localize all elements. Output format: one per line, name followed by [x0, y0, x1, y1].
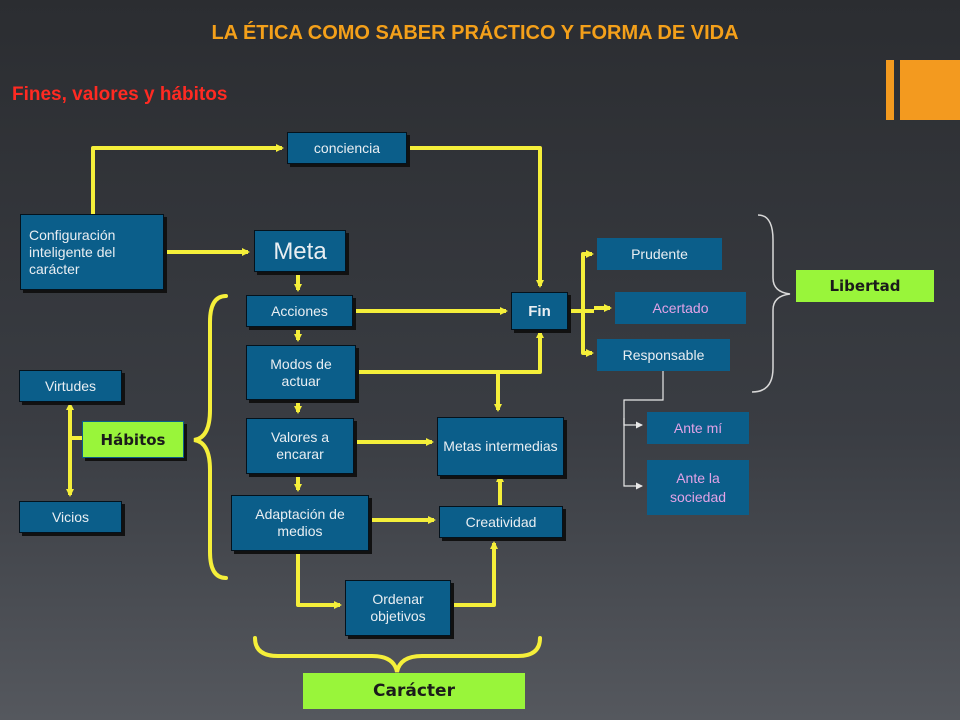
node-valores: Valores a encarar	[246, 418, 354, 474]
page-subtitle: Fines, valores y hábitos	[12, 84, 228, 105]
connector-responsable-sociedad	[623, 418, 643, 490]
connector-conciencia-fin	[406, 146, 544, 288]
page-title: LA ÉTICA COMO SABER PRÁCTICO Y FORMA DE …	[211, 22, 739, 44]
node-conciencia: conciencia	[287, 132, 407, 164]
brace-habitos	[193, 294, 228, 580]
node-acertado: Acertado	[615, 292, 746, 324]
node-modos: Modos de actuar	[246, 345, 356, 400]
node-meta: Meta	[254, 230, 346, 272]
connector-ordenar-creatividad	[451, 541, 498, 607]
brace-libertad	[751, 214, 791, 393]
node-adaptacion: Adaptación de medios	[231, 495, 369, 551]
accent-bar-thick	[900, 60, 960, 120]
brace-caracter	[253, 636, 542, 673]
connector-modos-fin	[356, 330, 544, 374]
connector-config-conciencia	[91, 144, 284, 215]
node-prudente: Prudente	[597, 238, 722, 270]
label-caracter: Carácter	[303, 673, 525, 709]
label-libertad: Libertad	[796, 270, 934, 302]
connector-responsable-antemi	[623, 371, 664, 429]
node-ante-sociedad: Ante la sociedad	[647, 460, 749, 515]
node-ordenar: Ordenar objetivos	[345, 580, 451, 636]
node-creatividad: Creatividad	[439, 506, 563, 538]
accent-bar-thin	[886, 60, 894, 120]
node-ante-mi: Ante mí	[647, 412, 749, 444]
connector-adaptacion-ordenar	[296, 552, 342, 609]
node-virtudes: Virtudes	[19, 370, 122, 402]
connector-fin-responsable	[581, 311, 594, 357]
node-metas-intermedias: Metas intermedias	[437, 417, 564, 476]
node-fin: Fin	[511, 292, 568, 330]
node-vicios: Vicios	[19, 501, 122, 533]
node-habitos: Hábitos	[82, 421, 184, 458]
node-responsable: Responsable	[597, 339, 730, 371]
node-acciones: Acciones	[246, 295, 353, 327]
node-configuracion: Configuración inteligente del carácter	[20, 214, 164, 290]
connector-fin-prudente	[581, 250, 594, 311]
